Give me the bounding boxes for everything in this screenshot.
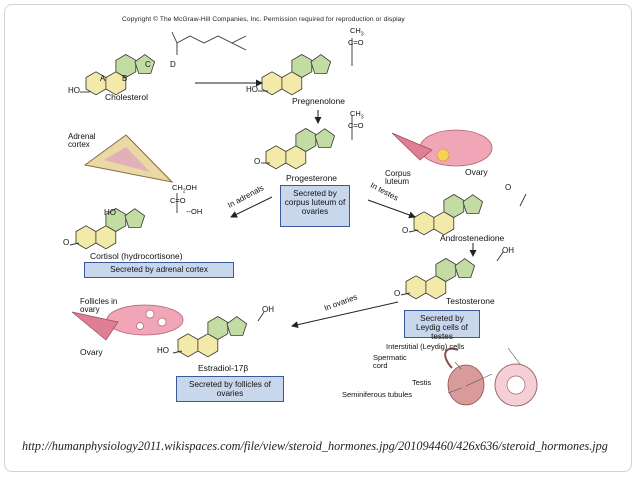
cholesterol-ring-3 bbox=[115, 54, 137, 78]
androstenedione-ketone bbox=[519, 193, 527, 207]
androstenedione-ring-4 bbox=[462, 194, 484, 214]
cholesterol-ho: HO bbox=[68, 86, 80, 95]
testosterone-oh: OH bbox=[502, 246, 514, 255]
corpus-luteum-spot bbox=[436, 148, 450, 162]
pregnenolone-ring-4 bbox=[310, 54, 332, 74]
estradiol-label: Estradiol-17β bbox=[198, 363, 249, 373]
corpus-luteum-label: Corpus luteum bbox=[385, 169, 411, 187]
progesterone-o: O bbox=[254, 157, 261, 166]
progesterone-ch3: CH3 bbox=[350, 109, 364, 121]
androstenedione-ring-1 bbox=[413, 211, 435, 236]
progesterone-ring-3 bbox=[295, 128, 317, 152]
testosterone-oh-bond bbox=[496, 251, 504, 262]
estradiol-ring-3 bbox=[207, 316, 229, 340]
testosterone-ring-1 bbox=[405, 275, 427, 300]
box-leydig: Secreted by Leydig cells of testes bbox=[404, 310, 480, 341]
cholesterol-side-chain bbox=[176, 35, 247, 55]
cortisol-ring-3 bbox=[105, 208, 127, 232]
testosterone-ring-4 bbox=[454, 258, 476, 278]
slide-frame bbox=[4, 4, 632, 472]
box-follicles: Secreted by follicles of ovaries bbox=[176, 376, 284, 402]
estradiol-ring-1 bbox=[177, 333, 199, 358]
pregnenolone-ring-3 bbox=[291, 54, 313, 78]
estradiol-ho: HO bbox=[157, 346, 169, 355]
ovary-bottom-label: Ovary bbox=[80, 347, 103, 357]
progesterone-ring-1 bbox=[265, 145, 287, 170]
arrow-to-cortisol bbox=[230, 196, 273, 218]
progesterone-ring-4 bbox=[314, 128, 336, 148]
pregnenolone-label: Pregnenolone bbox=[292, 96, 345, 106]
ring-label-c: C bbox=[145, 60, 151, 69]
cortisol-o: O bbox=[63, 238, 70, 247]
cortisol-ho: HO bbox=[104, 208, 116, 217]
seminiferous-tubules-label: Seminiferous tubules bbox=[342, 390, 413, 399]
copyright-notice: Copyright © The McGraw-Hill Companies, I… bbox=[122, 16, 405, 23]
estradiol-oh: OH bbox=[262, 305, 274, 314]
ovary-top-illustration bbox=[419, 129, 493, 167]
box-corpus-luteum: Secreted by corpus luteum of ovaries bbox=[280, 185, 350, 227]
follicle bbox=[136, 322, 144, 330]
arrow-to-androstenedione bbox=[367, 199, 416, 219]
ovary-top-label: Ovary bbox=[465, 167, 488, 177]
cortisol-co: C=O bbox=[170, 196, 186, 205]
androstenedione-o: O bbox=[402, 226, 409, 235]
testis-label: Testis bbox=[412, 378, 432, 387]
androstenedione-top-o: O bbox=[505, 183, 512, 192]
cortisol-ring-1 bbox=[75, 225, 97, 250]
cholesterol-label: Cholesterol bbox=[105, 92, 148, 102]
adrenal-cortex-label: Adrenal cortex bbox=[68, 132, 96, 150]
progesterone-co: C=O bbox=[348, 121, 364, 130]
ring-label-a: A bbox=[100, 74, 106, 83]
ring-label-b: B bbox=[122, 74, 128, 83]
spermatic-cord-label: Spermatic cord bbox=[373, 353, 407, 370]
testosterone-o: O bbox=[394, 289, 401, 298]
arrow-to-estradiol bbox=[291, 301, 399, 329]
cortisol-oh: --OH bbox=[186, 207, 203, 216]
box-adrenal-cortex: Secreted by adrenal cortex bbox=[84, 262, 234, 278]
cortisol-ring-4 bbox=[124, 208, 146, 228]
spermatic-cord-illustration bbox=[444, 347, 459, 369]
androstenedione-label: Androstenedione bbox=[440, 233, 505, 243]
pregnenolone-co: C=O bbox=[348, 38, 364, 47]
estradiol-ring-4 bbox=[226, 316, 248, 336]
progesterone-label: Progesterone bbox=[286, 173, 338, 183]
testosterone-ring-3 bbox=[435, 258, 457, 282]
cholesterol-ring-4 bbox=[134, 54, 156, 74]
testosterone-label: Testosterone bbox=[446, 296, 495, 306]
source-citation-link[interactable]: http://humanphysiology2011.wikispaces.co… bbox=[22, 439, 608, 453]
pregnenolone-ho: HO bbox=[246, 85, 258, 94]
cortisol-label: Cortisol (hydrocortisone) bbox=[90, 251, 183, 261]
interstitial-cells-label: Interstitial (Leydig) cells bbox=[386, 342, 465, 351]
follicle bbox=[157, 317, 167, 327]
estradiol-oh-bond bbox=[257, 311, 265, 322]
ring-label-d: D bbox=[170, 60, 176, 69]
follicle bbox=[145, 309, 155, 319]
follicles-in-ovary-label: Follicles in ovary bbox=[80, 297, 118, 315]
pregnenolone-ch3: CH3 bbox=[350, 26, 364, 38]
cortisol-ch2oh: CH2OH bbox=[172, 183, 197, 195]
testis-illustration bbox=[447, 364, 485, 406]
androstenedione-ring-3 bbox=[443, 194, 465, 218]
